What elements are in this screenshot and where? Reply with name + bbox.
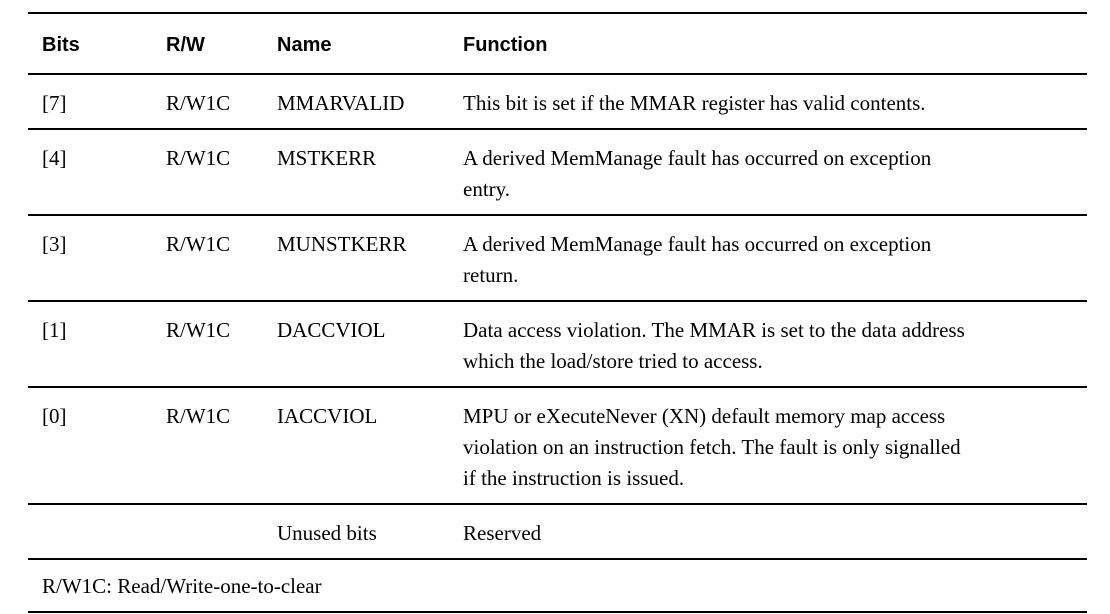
cell-bits: [7]: [28, 74, 152, 130]
cell-name: IACCVIOL: [263, 387, 449, 505]
column-header-bits: Bits: [28, 13, 152, 75]
cell-rw: R/W1C: [152, 387, 263, 505]
cell-bits: [3]: [28, 215, 152, 302]
register-bits-table: Bits R/W Name Function [7] R/W1C MMARVAL…: [28, 12, 1087, 613]
cell-function: MPU or eXecuteNever (XN) default memory …: [449, 387, 1087, 505]
cell-bits: [1]: [28, 301, 152, 388]
cell-function: Reserved: [449, 504, 1087, 560]
column-header-function: Function: [449, 13, 1087, 75]
cell-name: MUNSTKERR: [263, 215, 449, 302]
cell-function: A derived MemManage fault has occurred o…: [449, 215, 1087, 302]
table-footnote-row: R/W1C: Read/Write-one-to-clear: [28, 559, 1087, 613]
table-row: [1] R/W1C DACCVIOL Data access violation…: [28, 301, 1087, 388]
column-header-rw: R/W: [152, 13, 263, 75]
cell-name: MSTKERR: [263, 129, 449, 216]
table-header-row: Bits R/W Name Function: [28, 13, 1087, 75]
table-row: [3] R/W1C MUNSTKERR A derived MemManage …: [28, 215, 1087, 302]
cell-function: This bit is set if the MMAR register has…: [449, 74, 1087, 130]
cell-rw: [152, 504, 263, 560]
cell-function: Data access violation. The MMAR is set t…: [449, 301, 1087, 388]
cell-name: DACCVIOL: [263, 301, 449, 388]
footnote-text: R/W1C: Read/Write-one-to-clear: [28, 559, 1087, 613]
cell-bits: [0]: [28, 387, 152, 505]
cell-bits: [28, 504, 152, 560]
table-row-unused-bits: Unused bits Reserved: [28, 504, 1087, 560]
cell-rw: R/W1C: [152, 129, 263, 216]
cell-rw: R/W1C: [152, 301, 263, 388]
cell-name: MMARVALID: [263, 74, 449, 130]
cell-rw: R/W1C: [152, 74, 263, 130]
cell-rw: R/W1C: [152, 215, 263, 302]
cell-name: Unused bits: [263, 504, 449, 560]
table-row: [0] R/W1C IACCVIOL MPU or eXecuteNever (…: [28, 387, 1087, 505]
table-row: [7] R/W1C MMARVALID This bit is set if t…: [28, 74, 1087, 130]
cell-bits: [4]: [28, 129, 152, 216]
cell-function: A derived MemManage fault has occurred o…: [449, 129, 1087, 216]
column-header-name: Name: [263, 13, 449, 75]
table-row: [4] R/W1C MSTKERR A derived MemManage fa…: [28, 129, 1087, 216]
